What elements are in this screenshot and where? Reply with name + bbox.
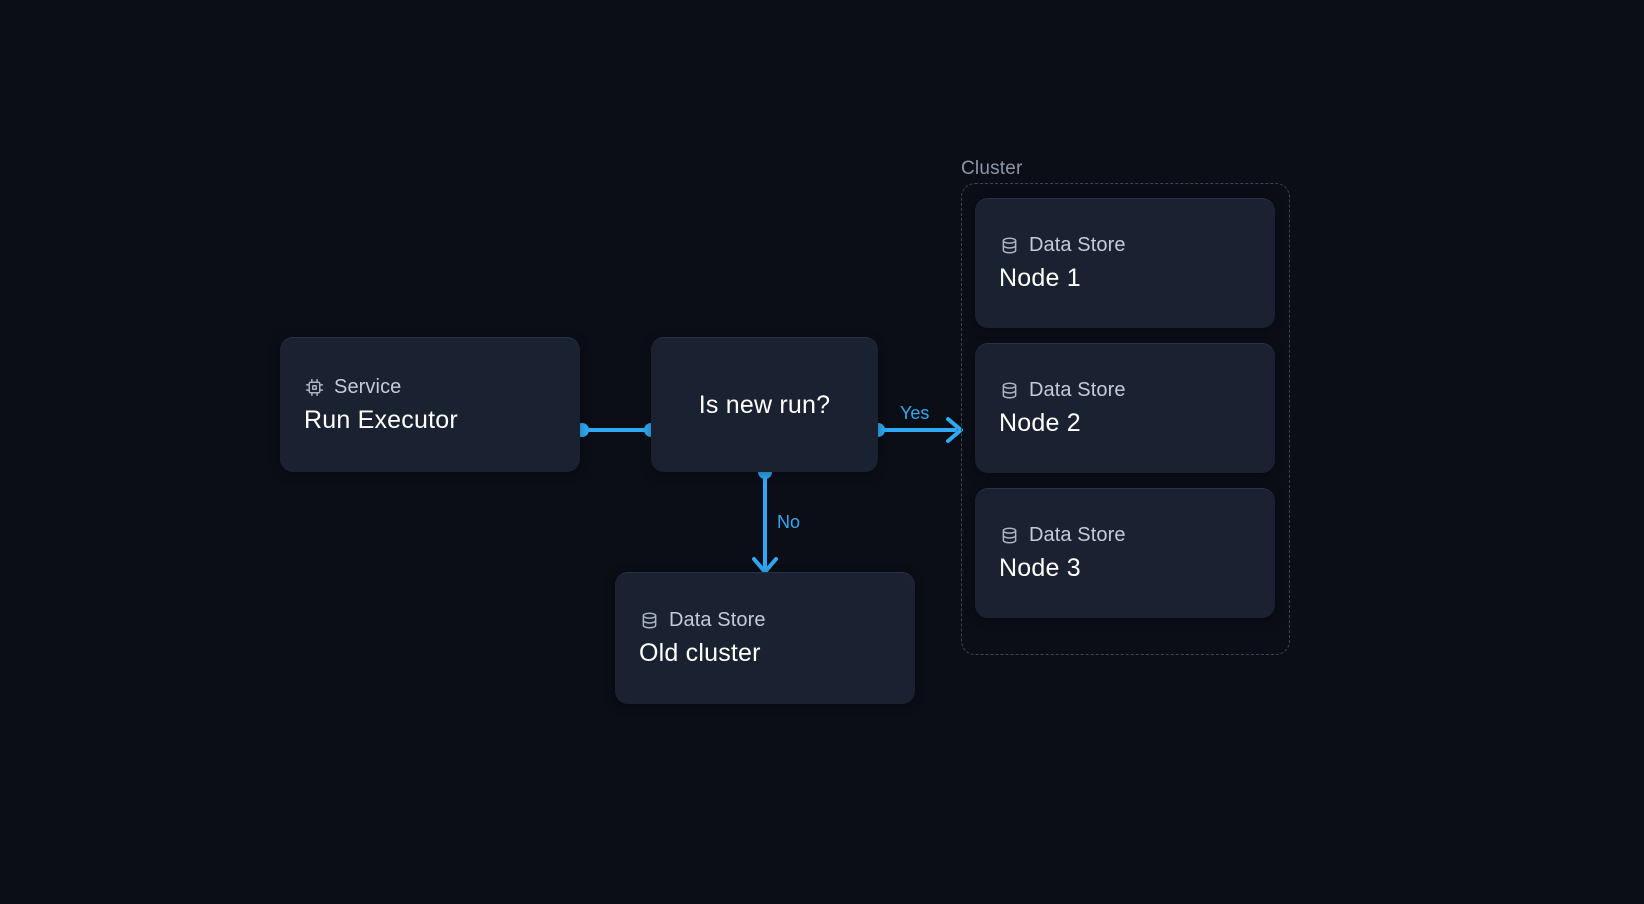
database-icon bbox=[999, 380, 1020, 401]
node-title: Node 1 bbox=[999, 264, 1081, 292]
edge-arrowhead bbox=[752, 557, 778, 574]
node-header: Data Store bbox=[639, 609, 891, 632]
cluster-group-label: Cluster bbox=[961, 158, 1023, 179]
node-type-label: Data Store bbox=[669, 609, 766, 631]
node-type-label: Data Store bbox=[1029, 524, 1126, 546]
node-title: Old cluster bbox=[639, 639, 761, 667]
node-type-label: Data Store bbox=[1029, 379, 1126, 401]
edge-arrowhead bbox=[946, 417, 963, 443]
node-run-executor[interactable]: Service Run Executor bbox=[280, 337, 580, 472]
database-icon bbox=[999, 235, 1020, 256]
node-title: Run Executor bbox=[304, 405, 458, 434]
node-header: Data Store bbox=[999, 379, 1251, 402]
edge-label-no: No bbox=[777, 512, 801, 532]
node-is-new-run[interactable]: Is new run? bbox=[651, 337, 878, 472]
node-node-3[interactable]: Data Store Node 3 bbox=[975, 488, 1275, 618]
cpu-chip-icon bbox=[304, 377, 325, 398]
database-icon bbox=[639, 610, 660, 631]
node-header: Data Store bbox=[999, 524, 1251, 547]
node-header: Service bbox=[304, 376, 556, 399]
edge-executor-to-decision bbox=[575, 423, 658, 437]
node-title: Node 2 bbox=[999, 409, 1081, 437]
node-old-cluster[interactable]: Data Store Old cluster bbox=[615, 572, 915, 704]
edge-label-yes: Yes bbox=[900, 403, 930, 423]
node-header: Data Store bbox=[999, 234, 1251, 257]
node-type-label: Data Store bbox=[1029, 234, 1126, 256]
node-title: Node 3 bbox=[999, 554, 1081, 582]
node-node-2[interactable]: Data Store Node 2 bbox=[975, 343, 1275, 473]
node-node-1[interactable]: Data Store Node 1 bbox=[975, 198, 1275, 328]
node-title: Is new run? bbox=[698, 390, 831, 419]
node-type-label: Service bbox=[334, 375, 402, 398]
edge-decision-no bbox=[752, 465, 778, 574]
database-icon bbox=[999, 525, 1020, 546]
